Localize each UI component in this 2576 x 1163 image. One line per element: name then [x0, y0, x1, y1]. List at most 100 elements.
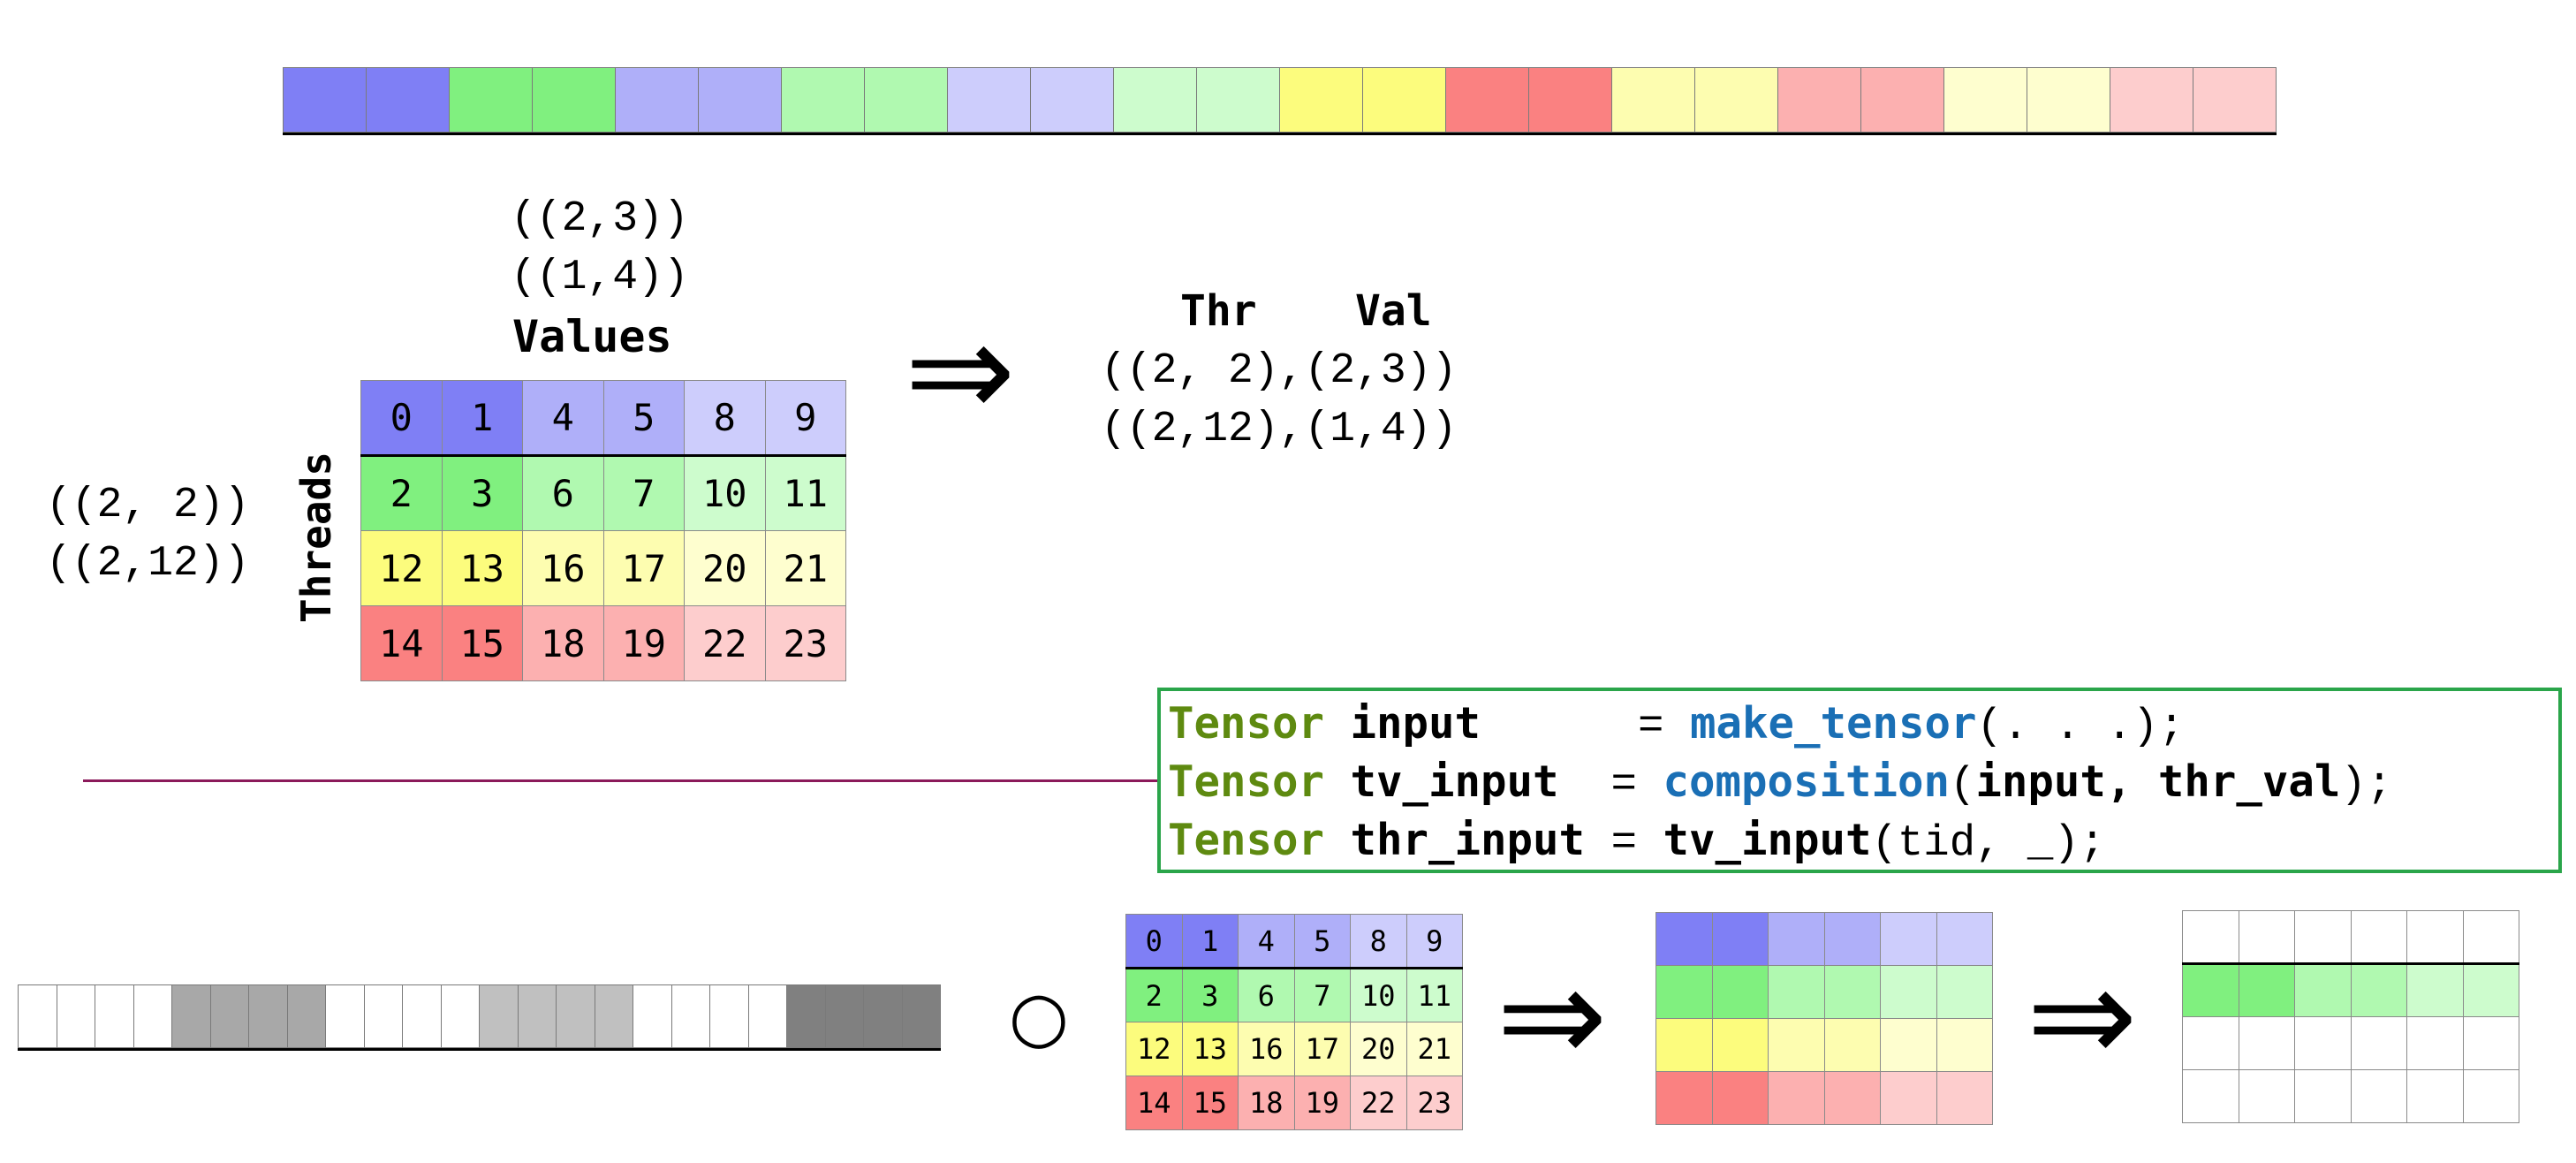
grid-cell — [2294, 1069, 2352, 1123]
strip-cell — [209, 984, 249, 1048]
strip-cell — [1528, 67, 1612, 133]
strip-cell — [901, 984, 941, 1048]
code-open: ( — [1871, 818, 1898, 868]
code-eq: = — [1610, 760, 1637, 810]
grid-cell: 9 — [764, 380, 846, 457]
grid-cell: 17 — [1293, 1022, 1351, 1076]
tv-layout-line1: ((2, 2),(2,3)) — [1101, 347, 1458, 395]
grid-cell — [2350, 1069, 2407, 1123]
strip-cell — [1777, 67, 1861, 133]
strip-cell — [1196, 67, 1280, 133]
grid-cell: 2 — [1125, 968, 1183, 1022]
maps-to-arrow-bottom-2: ⇒ — [2027, 939, 2138, 1093]
grid-cell: 21 — [764, 530, 846, 606]
strip-cell — [1611, 67, 1695, 133]
grid-cell: 19 — [602, 605, 685, 681]
strip-cell — [2027, 67, 2110, 133]
code-line-2: Tensor tv_input= composition(input, thr_… — [1168, 753, 2392, 814]
grid-cell — [1768, 1071, 1825, 1125]
grid-cell — [2406, 1069, 2464, 1123]
strip-cell — [18, 984, 57, 1048]
code-fn: make_tensor — [1689, 698, 1977, 749]
grid-cell — [1711, 1018, 1769, 1072]
grid-cell: 14 — [1125, 1076, 1183, 1130]
code-type: Tensor — [1168, 815, 1325, 865]
grid-cell: 4 — [1238, 914, 1295, 969]
grid-cell — [1936, 1071, 1993, 1125]
grid-cell — [2462, 1016, 2519, 1070]
grid-cell — [2406, 910, 2464, 965]
grid-cell: 10 — [684, 455, 766, 531]
grid-cell — [1880, 1071, 1937, 1125]
code-close: ); — [2053, 818, 2106, 868]
grid-cell: 12 — [360, 530, 443, 606]
grid-cell — [1768, 1018, 1825, 1072]
value-shape-line2: ((1,4)) — [511, 254, 689, 301]
compose-operator: ○ — [1009, 977, 1070, 1057]
strip-cell — [671, 984, 710, 1048]
grid-cell: 17 — [602, 530, 685, 606]
grid-cell: 22 — [1350, 1076, 1407, 1130]
strip-cell — [440, 984, 480, 1048]
thread-slice-grid — [2182, 910, 2519, 1123]
grid-cell — [2238, 963, 2295, 1017]
strip-cell — [449, 67, 533, 133]
maps-to-arrow-top: ⇒ — [905, 294, 1016, 448]
strip-cell — [1445, 67, 1529, 133]
strip-cell — [325, 984, 365, 1048]
grid-cell: 2 — [360, 455, 443, 531]
grid-cell: 23 — [764, 605, 846, 681]
code-args: input, thr_val — [1975, 756, 2341, 807]
strip-cell — [133, 984, 172, 1048]
strip-cell — [633, 984, 672, 1048]
code-args: (. . .); — [1976, 702, 2185, 751]
grid-cell — [2350, 1016, 2407, 1070]
thread-shape-line1: ((2, 2)) — [46, 482, 250, 529]
grid-cell — [2294, 910, 2352, 965]
strip-cell — [479, 984, 519, 1048]
grid-cell — [1823, 1071, 1881, 1125]
tv-header-val: Val — [1355, 286, 1432, 336]
grid-cell — [1880, 1018, 1937, 1072]
grid-cell: 5 — [1293, 914, 1351, 969]
code-var: thr_input — [1350, 815, 1586, 865]
code-open: ( — [1949, 760, 1976, 810]
grid-cell: 10 — [1350, 968, 1407, 1022]
grid-cell: 16 — [522, 530, 604, 606]
code-fn: composition — [1663, 756, 1950, 807]
grid-cell: 9 — [1405, 914, 1463, 969]
strip-cell — [2110, 67, 2193, 133]
grid-cell — [2406, 963, 2464, 1017]
grid-cell — [2238, 1016, 2295, 1070]
thread-shape-line2: ((2,12)) — [46, 540, 250, 588]
grid-cell — [2238, 1069, 2295, 1123]
grid-cell: 23 — [1405, 1076, 1463, 1130]
strip-cell — [824, 984, 864, 1048]
strip-cell — [1113, 67, 1197, 133]
strip-cell — [286, 984, 326, 1048]
code-line-3: Tensor thr_input = tv_input(tid, _); — [1168, 811, 2105, 872]
strip-cell — [171, 984, 211, 1048]
strip-cell — [2193, 67, 2277, 133]
strip-cell — [517, 984, 557, 1048]
grid-cell — [2182, 963, 2239, 1017]
strip-cell — [1362, 67, 1446, 133]
threads-title: Threads — [292, 452, 340, 623]
strip-cell — [556, 984, 595, 1048]
grid-row — [1655, 912, 1993, 966]
maps-to-arrow-bottom-1: ⇒ — [1496, 939, 1608, 1093]
strip-cell — [947, 67, 1031, 133]
grid-cell: 11 — [764, 455, 846, 531]
grid-cell — [1936, 912, 1993, 966]
grid-cell: 18 — [522, 605, 604, 681]
grid-cell: 1 — [441, 380, 523, 457]
grid-cell — [1880, 965, 1937, 1019]
composed-tensor-grid — [1655, 912, 1993, 1125]
grid-cell — [1711, 965, 1769, 1019]
grid-cell — [2182, 1069, 2239, 1123]
strip-cell — [615, 67, 699, 133]
grid-cell: 20 — [1350, 1022, 1407, 1076]
grid-cell: 13 — [441, 530, 523, 606]
strip-cell — [863, 984, 903, 1048]
grid-cell — [2294, 1016, 2352, 1070]
